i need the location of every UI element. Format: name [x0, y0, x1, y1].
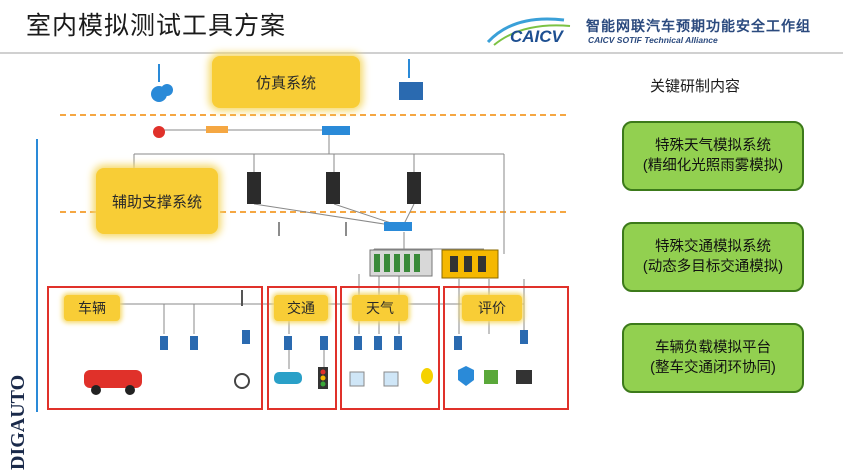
- simulation-system-label: 仿真系统: [255, 74, 316, 92]
- simulation-system-block: 仿真系统: [212, 56, 360, 108]
- diagram-lines: [36, 59, 569, 412]
- monitor-icon: [399, 82, 423, 100]
- page-title: 室内模拟测试工具方案: [26, 12, 287, 40]
- chip-icon: [484, 370, 498, 384]
- key-content-heading: 关键研制内容: [650, 78, 741, 95]
- traffic-sim-title: 特殊交通模拟系统: [655, 239, 771, 255]
- alliance-name-en: CAICV SOTIF Technical Alliance: [588, 35, 718, 45]
- traffic-sim-subtitle: (动态多目标交通模拟): [642, 259, 784, 275]
- architecture-diagram: 仿真系统 辅助支撑系统 车辆 交通 天气 评价: [34, 54, 572, 414]
- vehicle-load-subtitle: (整车交通闭环协同): [650, 360, 776, 376]
- svg-text:CAICV: CAICV: [510, 27, 565, 46]
- rain-simulator-icon: [383, 371, 399, 387]
- weather-sim-subtitle: (精细化光照雨雾模拟): [642, 158, 784, 174]
- light-bulb-icon: [421, 368, 433, 384]
- eval-monitor-icon: [516, 370, 532, 384]
- support-system-label: 辅助支撑系统: [111, 193, 202, 211]
- vehicle-load-card: 车辆负载模拟平台 (整车交通闭环协同): [622, 323, 804, 393]
- caicv-logo: CAICV: [486, 17, 571, 46]
- steering-wheel-icon: [234, 373, 250, 389]
- vehicle-section-label: 车辆: [64, 295, 120, 321]
- eval-frame: [443, 286, 569, 410]
- vehicle-device-2: [190, 336, 198, 350]
- header-divider: [0, 52, 843, 54]
- core-switch-icon: [322, 126, 350, 135]
- server-icon-2: [326, 172, 340, 204]
- traffic-frame: [267, 286, 337, 410]
- firewall-icon: [153, 126, 165, 138]
- access-switch-icon: [384, 222, 412, 231]
- weather-frame: [340, 286, 440, 410]
- traffic-sim-card: 特殊交通模拟系统 (动态多目标交通模拟): [622, 222, 804, 292]
- eval-section-label: 评价: [462, 295, 522, 321]
- weather-sim-card: 特殊天气模拟系统 (精细化光照雨雾模拟): [622, 121, 804, 191]
- digauto-logo: DIGAUTO: [7, 375, 29, 470]
- car-icon: [84, 370, 142, 388]
- alliance-name-cn: 智能网联汽车预期功能安全工作组: [586, 18, 811, 34]
- traffic-section-label: 交通: [274, 295, 328, 321]
- vehicle-device-1: [160, 336, 168, 350]
- target-car-icon: [274, 372, 302, 384]
- cloud-icon: [151, 84, 173, 102]
- server-icon-3: [407, 172, 421, 204]
- vehicle-frame: [47, 286, 263, 410]
- io-rack-icon: [369, 249, 433, 277]
- sun-simulator-icon: [349, 371, 365, 387]
- weather-section-label: 天气: [352, 295, 408, 321]
- shield-icon: [458, 366, 474, 386]
- vehicle-load-title: 车辆负载模拟平台: [655, 340, 771, 356]
- gateway-icon: [206, 126, 228, 133]
- svg-text:DIGAUTO: DIGAUTO: [7, 375, 29, 470]
- weather-sim-title: 特殊天气模拟系统: [655, 138, 771, 154]
- vehicle-device-3: [242, 330, 250, 344]
- server-icon-1: [247, 172, 261, 204]
- support-system-block: 辅助支撑系统: [96, 168, 218, 234]
